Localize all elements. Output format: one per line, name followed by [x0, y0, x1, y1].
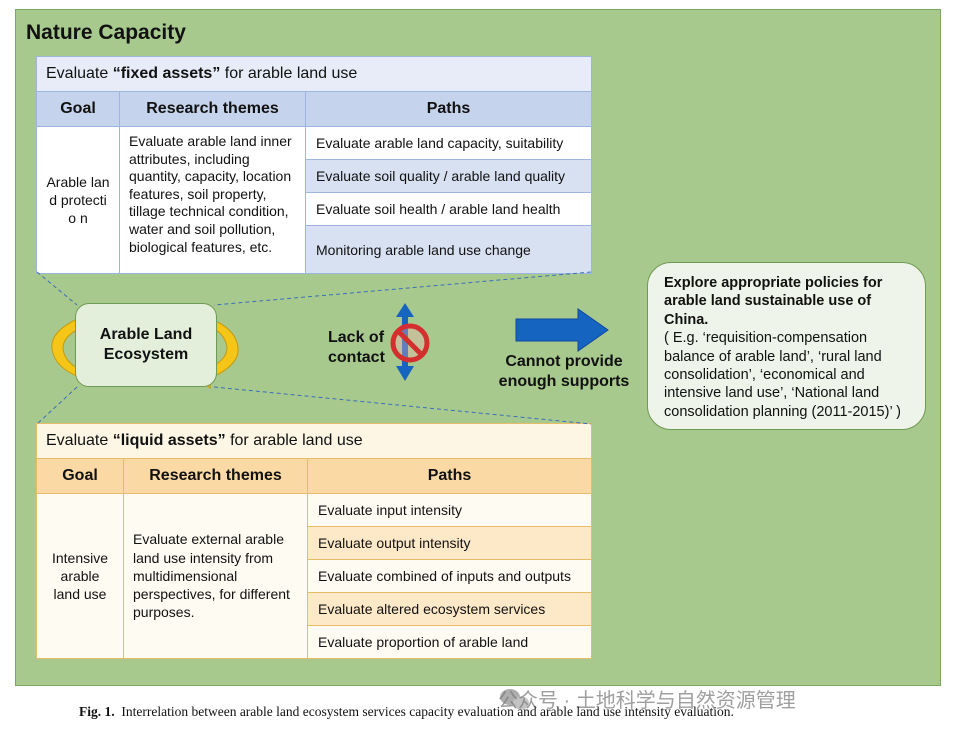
fixed-research-themes: Evaluate arable land inner attributes, i…: [129, 133, 292, 255]
caption-label: Fig. 1.: [79, 704, 115, 719]
paths-header: Paths: [307, 458, 592, 494]
liquid-path-item: Evaluate output intensity: [307, 526, 592, 560]
policy-examples: ( E.g. ‘requisition-compensation balance…: [664, 330, 901, 420]
fixed-path-item: Evaluate soil quality / arable land qual…: [305, 159, 592, 193]
fixed-path-item: Monitoring arable land use change: [305, 225, 592, 274]
goal-header: Goal: [36, 458, 124, 494]
liquid-path-item: Evaluate combined of inputs and outputs: [307, 559, 592, 593]
fixed-assets-title: Evaluate “fixed assets” for arable land …: [36, 56, 592, 92]
goal-header: Goal: [36, 91, 120, 127]
research-themes-header: Research themes: [123, 458, 308, 494]
fixed-goal: Arable land protectio n: [46, 174, 110, 226]
liquid-research-themes: Evaluate external arable land use intens…: [133, 531, 290, 621]
fixed-assets-table: Evaluate “fixed assets” for arable land …: [36, 56, 592, 274]
liquid-path-item: Evaluate proportion of arable land: [307, 625, 592, 659]
liquid-assets-title: Evaluate “liquid assets” for arable land…: [36, 423, 592, 459]
liquid-goal: Intensive arable land use: [51, 550, 109, 602]
lack-of-contact-label: Lack of contact: [328, 329, 385, 366]
figure-caption: Fig. 1. Interrelation between arable lan…: [79, 704, 734, 720]
arable-land-ecosystem-box: Arable Land Ecosystem: [75, 303, 217, 387]
panel-title: Nature Capacity: [26, 21, 186, 44]
research-themes-header: Research themes: [119, 91, 306, 127]
paths-header: Paths: [305, 91, 592, 127]
fixed-path-item: Evaluate soil health / arable land healt…: [305, 192, 592, 226]
caption-text: Interrelation between arable land ecosys…: [121, 704, 734, 719]
policy-box: Explore appropriate policies for arable …: [647, 262, 926, 430]
ecosystem-label: Arable Land Ecosystem: [99, 326, 193, 363]
liquid-path-item: Evaluate input intensity: [307, 493, 592, 527]
liquid-path-item: Evaluate altered ecosystem services: [307, 592, 592, 626]
policy-heading: Explore appropriate policies for arable …: [664, 275, 883, 328]
liquid-assets-table: Evaluate “liquid assets” for arable land…: [36, 423, 592, 659]
cannot-provide-label: Cannot provide enough supports: [498, 353, 630, 390]
watermark: 公众号 · 土地科学与自然资源管理: [498, 690, 796, 712]
fixed-path-item: Evaluate arable land capacity, suitabili…: [305, 126, 592, 160]
